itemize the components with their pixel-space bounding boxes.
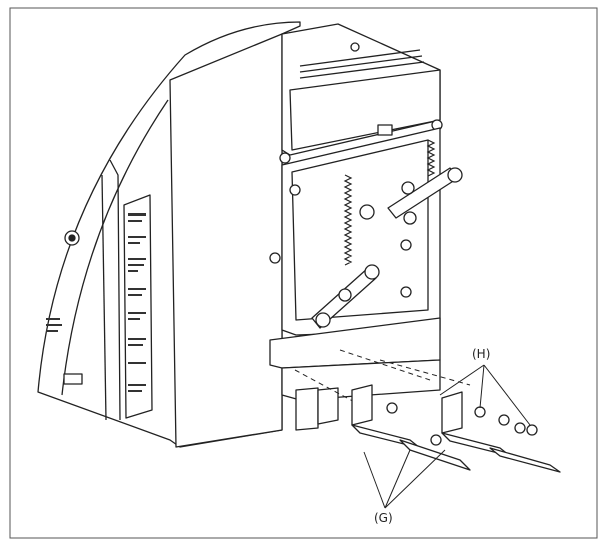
label-line <box>128 242 140 244</box>
leader-h-2 <box>479 364 485 409</box>
pivot <box>447 167 463 183</box>
pivot <box>400 286 412 298</box>
bracket-bolt <box>498 414 510 426</box>
pivot <box>403 211 417 225</box>
leader-h-1 <box>439 364 485 396</box>
plate-foot-2 <box>317 387 339 425</box>
leader-g-2 <box>384 449 411 509</box>
plate-main <box>281 127 441 336</box>
side-text-block <box>46 318 60 320</box>
alignment-lines <box>294 349 471 406</box>
cradle-top <box>281 23 443 156</box>
label-line <box>128 344 143 346</box>
linkages <box>269 152 463 329</box>
springs <box>343 139 436 266</box>
label-line <box>128 236 146 238</box>
plate-inner <box>291 139 429 321</box>
label-line <box>128 362 146 364</box>
vent-slot <box>63 373 83 385</box>
label-line <box>128 294 142 296</box>
pivot <box>359 204 375 220</box>
leader-lines-g <box>363 449 446 509</box>
figure-frame <box>9 7 598 539</box>
top-latch <box>377 124 393 136</box>
bracket-1 <box>351 384 373 426</box>
pivot <box>269 252 281 264</box>
bracket-2-leg <box>489 447 561 473</box>
pivot <box>401 181 415 195</box>
pivot <box>279 152 291 164</box>
leader-h-3 <box>483 364 531 426</box>
label-line <box>128 270 138 272</box>
bracket-bolt <box>514 422 526 434</box>
label-line <box>128 213 146 216</box>
pivot <box>364 264 380 280</box>
callout-label-h: (H) <box>472 347 491 361</box>
label-line <box>128 258 146 260</box>
front-edge <box>109 159 121 421</box>
plate-foot <box>295 387 319 431</box>
dash-line <box>294 369 361 406</box>
pivot <box>400 239 412 251</box>
bracket-bolt <box>386 402 398 414</box>
bracket-1-leg <box>399 439 471 471</box>
bracket-bolt <box>474 406 486 418</box>
label-line <box>128 318 140 320</box>
side-text-block <box>46 324 62 326</box>
top-vents <box>299 49 425 79</box>
label-line <box>128 288 146 290</box>
leader-g-3 <box>384 449 446 509</box>
mounting-brackets <box>351 384 561 473</box>
housing-inner-curve <box>61 99 169 396</box>
breaker-body <box>37 21 301 448</box>
bracket-bolt <box>526 424 538 436</box>
callout-label-g: (G) <box>374 511 393 525</box>
leader-lines-h <box>439 364 531 426</box>
spring-right <box>426 139 436 177</box>
label-line <box>128 390 142 392</box>
pivot <box>315 312 331 328</box>
label-line <box>128 220 142 222</box>
label-line <box>128 384 146 386</box>
label-strip-text <box>46 213 146 392</box>
dash-line <box>339 349 431 381</box>
top-box-front <box>289 69 441 151</box>
spring-left <box>343 174 353 266</box>
bracket-bolt <box>430 434 442 446</box>
label-line <box>128 264 144 266</box>
dash-line <box>379 359 471 386</box>
side-text-block <box>46 330 58 332</box>
side-panel <box>169 33 283 448</box>
side-knob-inner <box>68 234 76 242</box>
bracket-2 <box>441 391 463 434</box>
pivot <box>289 184 301 196</box>
label-line <box>128 312 146 314</box>
top-screw <box>350 42 360 52</box>
pivot <box>338 288 352 302</box>
label-line <box>128 338 146 340</box>
leader-g-1 <box>363 451 386 509</box>
front-edge-2 <box>101 174 107 421</box>
